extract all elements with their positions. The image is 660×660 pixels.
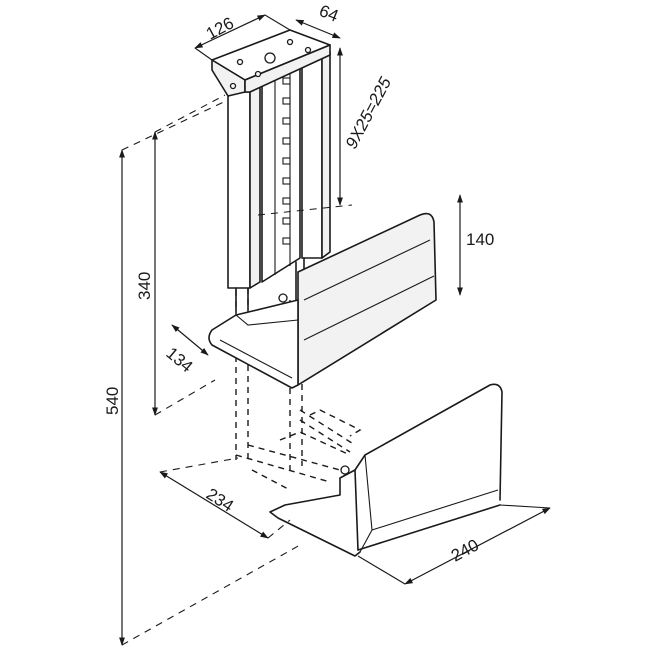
label-top-width: 126 xyxy=(203,13,237,43)
label-side-height: 140 xyxy=(466,230,494,249)
mount-hole-icon xyxy=(236,58,244,66)
upper-screw-icon xyxy=(278,293,288,303)
label-max-height: 540 xyxy=(103,387,122,415)
mount-hole-icon xyxy=(286,38,294,46)
mount-hole-icon xyxy=(229,82,237,90)
adjustment-slots xyxy=(282,77,291,245)
mount-hole-icon xyxy=(254,70,262,78)
label-shelf-depth: 134 xyxy=(162,344,196,377)
upper-tray xyxy=(208,212,437,389)
dimension-lines xyxy=(119,14,551,646)
top-mounting-plate xyxy=(211,29,331,97)
center-mount-hole-icon xyxy=(264,52,276,64)
mount-hole-icon xyxy=(304,46,312,54)
label-min-height: 340 xyxy=(135,272,154,300)
label-bottom-width: 240 xyxy=(448,535,482,565)
lower-screw-icon xyxy=(340,465,350,475)
label-top-depth: 64 xyxy=(317,1,342,26)
extended-position-outline xyxy=(235,288,362,491)
label-bottom-depth: 234 xyxy=(203,484,237,515)
label-adjust-range: 9X25=225 xyxy=(342,74,396,152)
lower-tray xyxy=(269,383,503,557)
